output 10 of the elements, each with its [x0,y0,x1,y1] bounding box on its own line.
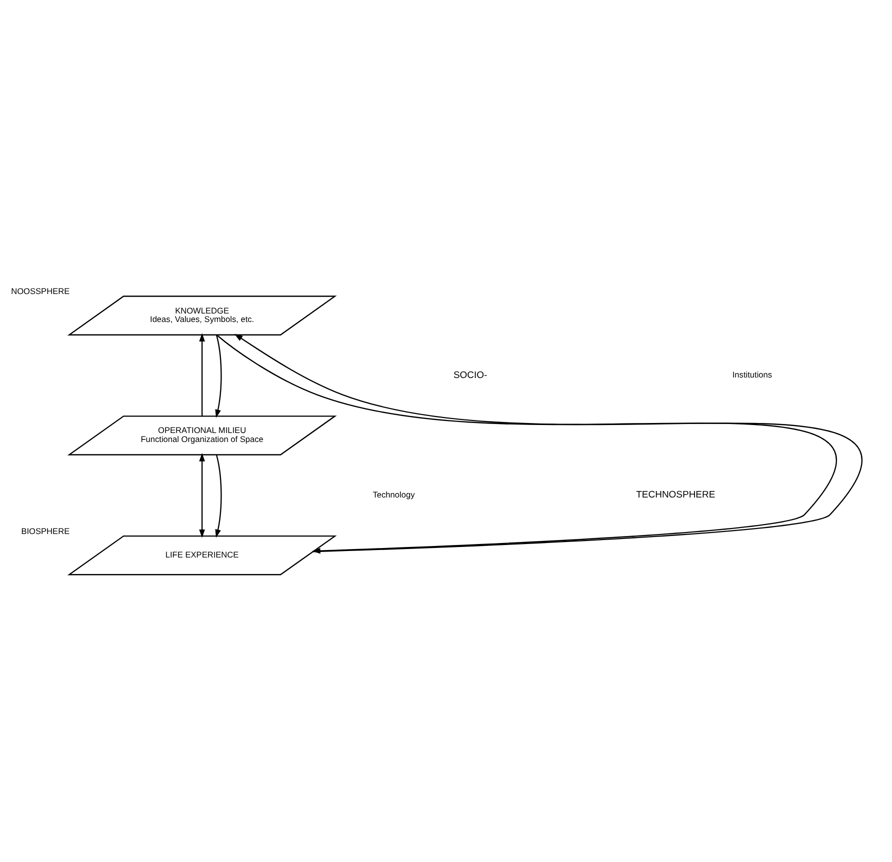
arrow [199,333,205,416]
label: Technology [372,490,415,500]
label: Institutions [732,370,772,380]
node-label: BIOSPHERE [21,526,70,536]
arrow [215,334,222,418]
label: TECHNOSPHERE [636,490,716,501]
node-label: NOOSSPHERE [11,286,70,296]
label: SOCIO- [453,370,488,381]
arrow [199,453,205,538]
arrow [215,454,222,538]
